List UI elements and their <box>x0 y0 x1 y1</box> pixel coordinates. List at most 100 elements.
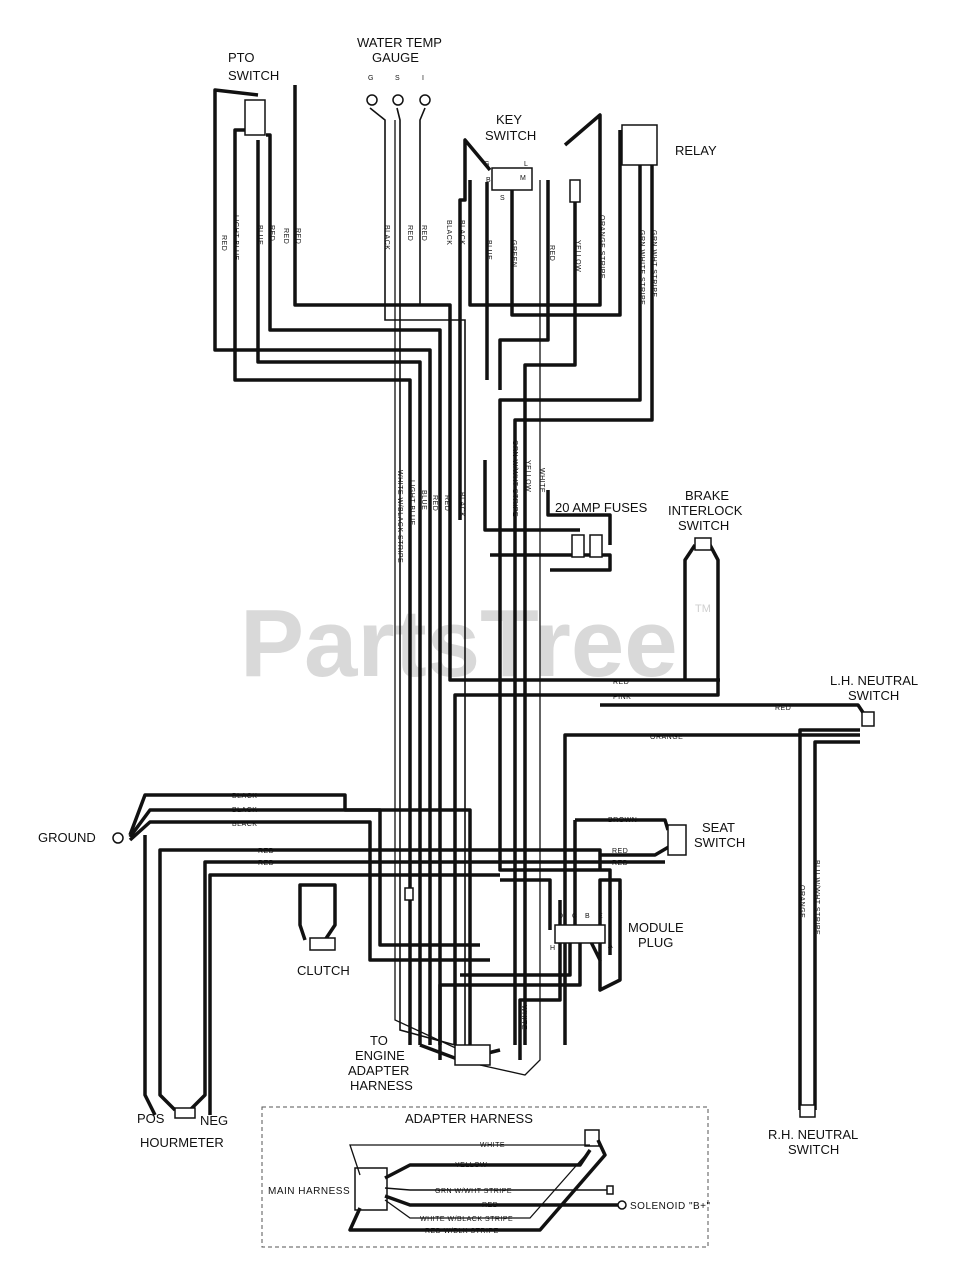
wire-lh-red <box>600 703 870 721</box>
module-pin-b: B <box>585 913 590 920</box>
module-pin-e: E <box>598 913 603 920</box>
wire-module2 <box>588 878 622 962</box>
wire-label-black3: BLACK <box>232 821 257 828</box>
wire-label-key-4: RED <box>548 245 555 261</box>
wire-pto-blue <box>256 140 422 1045</box>
wire-gauge-red2 <box>419 107 426 305</box>
adapter-harness-box <box>261 1106 709 1248</box>
wire-seat-red <box>600 843 673 857</box>
module-pin-c: C <box>572 913 578 920</box>
wire-label-red-seat2: RED <box>612 860 628 867</box>
component-labels: PTO SWITCH WATER TEMP GAUGE G S I KEY SW… <box>38 35 918 1157</box>
relay-label: RELAY <box>675 143 717 158</box>
gauge-term-g <box>366 94 378 106</box>
seat-switch-label-2: SWITCH <box>694 835 745 850</box>
wire-label-pto-1: LIGHT BLUE <box>232 215 239 261</box>
engine-label-3: ADAPTER <box>348 1063 409 1078</box>
wire-label-gauge-1: RED <box>406 225 413 241</box>
wire-label-pto-3: RED <box>268 225 275 241</box>
hourmeter-neg-label: NEG <box>200 1113 228 1128</box>
fuse-2 <box>589 534 603 558</box>
wire-label-trunk-1: LIGHT BLUE <box>408 480 415 526</box>
wire-module-top <box>500 878 552 930</box>
clutch-body <box>309 937 336 951</box>
rh-neutral-body <box>799 1104 816 1118</box>
solenoid-label: SOLENOID "B+" <box>630 1201 711 1212</box>
wire-fuse-loop <box>546 490 612 545</box>
wire-key-red <box>498 180 550 390</box>
wire-label-key-6: ORANGE STRIPE <box>598 215 605 279</box>
relay-body <box>621 124 658 166</box>
wire-label-red1: RED <box>258 848 274 855</box>
wire-label-pto-5: RED <box>294 228 301 244</box>
gauge-pin-s: S <box>395 75 400 82</box>
brake-label-3: SWITCH <box>678 518 729 533</box>
wire-brown <box>575 818 670 831</box>
wire-label-rh-orange: ORANGE <box>798 885 805 918</box>
brake-label-1: BRAKE <box>685 488 729 503</box>
wire-module3 <box>438 940 582 1060</box>
wire-label-rh-blue: BLU W/WHT STRIPE <box>813 860 820 935</box>
adapter-wire-red-blk <box>348 1139 607 1232</box>
adapter-harness-inset: ADAPTER HARNESS MAIN HARNESS WHITE YELLO… <box>261 1106 711 1248</box>
wire-label-pto-2: BLUE <box>256 225 263 245</box>
wire-label-gauge-0: BLACK <box>383 225 390 250</box>
adapter-wire-grn <box>384 1187 607 1191</box>
engine-label-1: TO <box>370 1033 388 1048</box>
wire-gauge-black <box>369 107 466 1045</box>
fuse-1 <box>571 534 585 558</box>
solenoid-terminal <box>617 1200 627 1210</box>
wire-label-trunk-3: RED <box>431 495 438 511</box>
wire-label-pink: PINK <box>613 694 631 701</box>
wire-label-red-brake: RED <box>613 679 629 686</box>
wire-relay-grn2 <box>513 160 654 1045</box>
key-pin-m: M <box>520 175 526 182</box>
key-pin-s: S <box>500 195 505 202</box>
wire-label-key-5: YELLOW <box>574 240 581 272</box>
wire-label-trunk-0: WHITE W/BLACK STRIPE <box>396 470 403 563</box>
wire-module4 <box>460 940 572 977</box>
wire-white-trunk <box>479 180 541 1076</box>
wire-label-trunk-7: YELLOW <box>524 460 531 492</box>
adapter-wire-label-1: YELLOW <box>455 1162 487 1169</box>
wire-key-yellow <box>523 200 577 1045</box>
ground-label: GROUND <box>38 830 96 845</box>
adapter-wire-white <box>349 1144 590 1176</box>
wires <box>128 85 870 1116</box>
wire-label-red-seat1: RED <box>612 848 628 855</box>
pto-switch-label-1: PTO <box>228 50 255 65</box>
lh-neutral-label-1: L.H. NEUTRAL <box>830 673 918 688</box>
module-pin-h: H <box>550 945 556 952</box>
wire-label-gauge-2: RED <box>420 225 427 241</box>
wire-fuse-mid <box>490 553 612 572</box>
engine-label-2: ENGINE <box>355 1048 405 1063</box>
module-plug-label-2: PLUG <box>638 935 673 950</box>
wire-black2 <box>128 808 480 947</box>
wire-brake-a <box>683 544 697 680</box>
key-switch-label-1: KEY <box>496 112 522 127</box>
fuses-label: 20 AMP FUSES <box>555 500 648 515</box>
hourmeter-body <box>174 1107 196 1119</box>
wire-label-relay-1: GRN WHT STRIPE <box>650 230 657 298</box>
adapter-wire-label-2: GRN W/WHT STRIPE <box>435 1188 512 1195</box>
wire-relay-grn1 <box>498 160 642 955</box>
wire-label-pto-4: RED <box>282 228 289 244</box>
wire-pto-red <box>213 88 432 1045</box>
watermark-tm: TM <box>695 603 711 615</box>
wire-white-stripe <box>394 120 461 1051</box>
module-plug-label-1: MODULE <box>628 920 684 935</box>
adapter-wire-label-4: WHITE W/BLACK STRIPE <box>420 1216 513 1223</box>
wire-label-trunk-4: RED <box>443 495 450 511</box>
hourmeter-pos-label: POS <box>137 1111 165 1126</box>
adapter-wire-red <box>384 1194 618 1207</box>
inline-connector <box>404 887 414 901</box>
key-pin-l: L <box>524 161 528 168</box>
pto-switch-body <box>244 99 266 136</box>
module-pin-d: D <box>558 913 564 920</box>
wire-label-pto-0: RED <box>220 235 227 251</box>
key-switch-label-2: SWITCH <box>485 128 536 143</box>
water-temp-label-2: GAUGE <box>372 50 419 65</box>
wire-label-black1: BLACK <box>232 793 257 800</box>
wire-label-trunk-6: GRN W/WHT STRIPE <box>511 440 518 517</box>
